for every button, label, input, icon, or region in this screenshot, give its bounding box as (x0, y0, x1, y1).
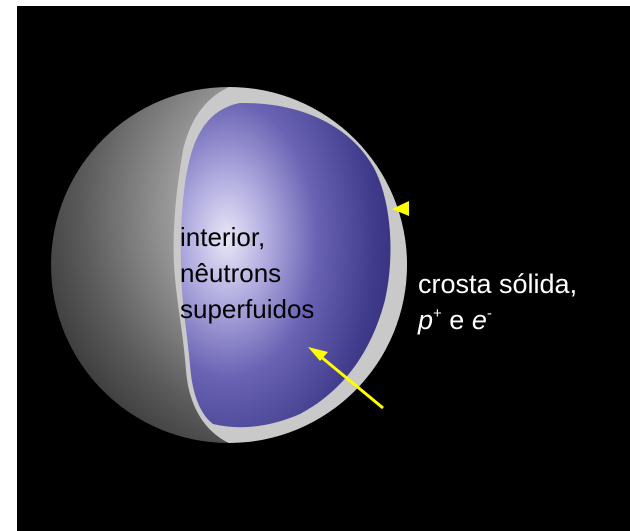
crust-label-line1: crosta sólida, (418, 269, 578, 299)
proton-charge: + (433, 305, 442, 322)
crust-label: crosta sólida, p+ e e- (418, 266, 577, 338)
interior-label: interior, nêutrons superfuidos (180, 219, 314, 327)
interior-label-line2: nêutrons (180, 258, 282, 288)
interior-label-line3: superfuidos (180, 294, 315, 324)
interior-core (180, 102, 391, 428)
proton-symbol: p (418, 305, 434, 335)
interior-arrow-head-icon (308, 347, 328, 361)
interior-label-line1: interior, (180, 222, 266, 252)
crust-label-line2: p+ e e- (418, 302, 577, 338)
interior-arrow-line (319, 354, 384, 410)
crust-label-conjunction: e (441, 305, 472, 335)
electron-charge: - (486, 305, 492, 322)
electron-symbol: e (471, 305, 487, 335)
crust-arrow-head-icon (392, 201, 409, 216)
